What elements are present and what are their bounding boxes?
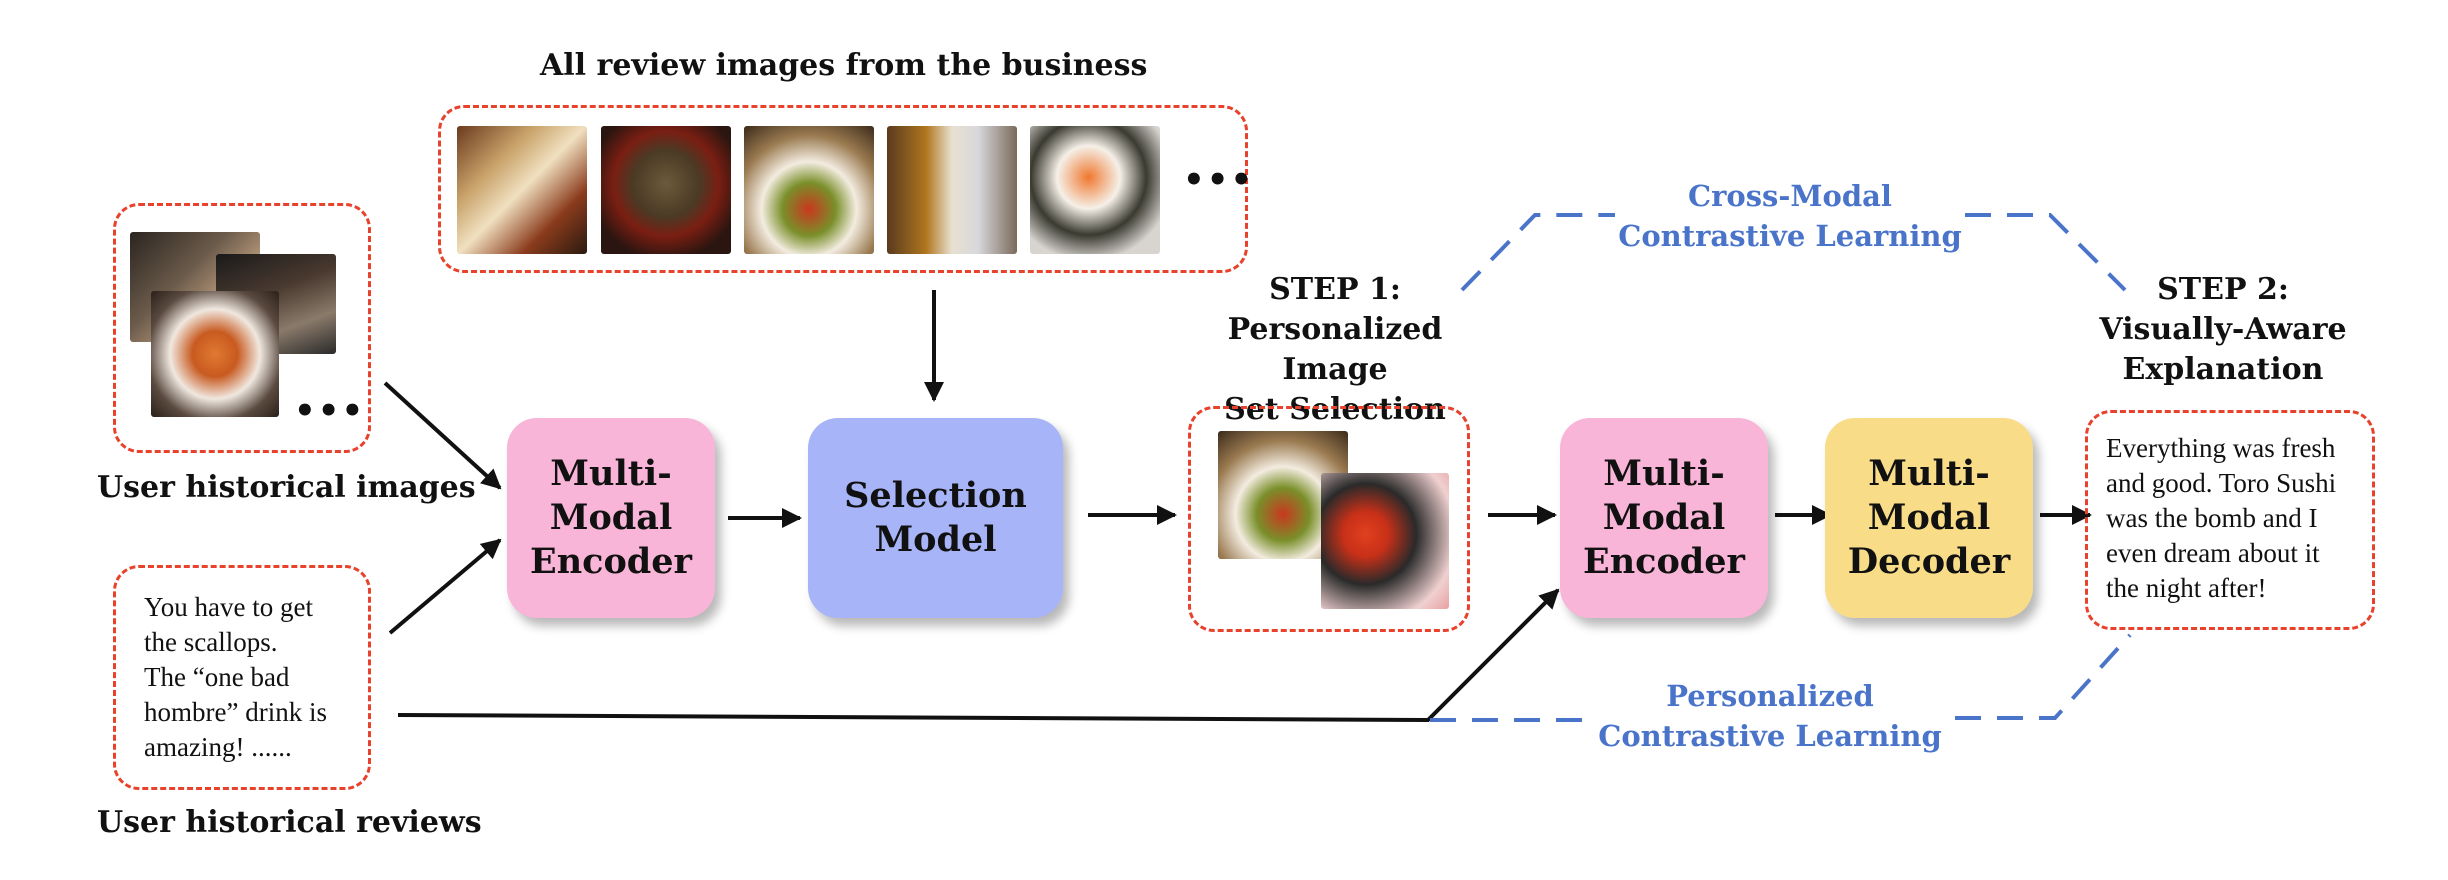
user-images-ellipsis: ••• [294, 391, 366, 431]
business-images-title: All review images from the business [540, 48, 1148, 83]
cross-modal-contrastive-path-right [1965, 213, 2127, 292]
selection-model-label: Selection Model [844, 475, 1027, 560]
cross-modal-contrastive-path [1460, 213, 1615, 292]
cross-modal-contrastive-label: Cross-Modal Contrastive Learning [1618, 179, 1962, 253]
user-images-label: User historical images [97, 470, 476, 505]
user-review-text: You have to get the scallops. The “one b… [144, 592, 327, 762]
selection-model: Selection Model [808, 418, 1063, 618]
encoder-2-label: Multi- Modal Encoder [1583, 453, 1745, 582]
user-photo-front [151, 291, 279, 417]
food-photo-bento [457, 126, 587, 254]
food-photo-salad [744, 126, 874, 254]
food-photo-beer [887, 126, 1017, 254]
arrow-reviews-to-encoder2 [397, 588, 1560, 723]
step2-title: STEP 2: Visually-Aware Explanation [2099, 272, 2347, 387]
personalized-contrastive-label: Personalized Contrastive Learning [1598, 679, 1942, 753]
personalized-contrastive-path-right [1955, 633, 2132, 720]
business-images-ellipsis: ••• [1183, 160, 1255, 200]
food-photo-soup [601, 126, 731, 254]
selected-photo-sushi [1321, 473, 1449, 609]
encoder-1-label: Multi- Modal Encoder [530, 453, 692, 582]
user-reviews-box: You have to get the scallops. The “one b… [113, 565, 371, 790]
explanation-text: Everything was fresh and good. Toro Sush… [2106, 433, 2337, 603]
business-images-box: ••• [438, 105, 1252, 273]
multi-modal-encoder-1: Multi- Modal Encoder [507, 418, 715, 618]
multi-modal-encoder-2: Multi- Modal Encoder [1560, 418, 1768, 618]
arrow-user-reviews-to-encoder [388, 538, 502, 635]
user-reviews-label: User historical reviews [97, 805, 482, 840]
selected-images-box [1188, 406, 1470, 632]
multi-modal-decoder: Multi- Modal Decoder [1825, 418, 2033, 618]
user-images-box: ••• [113, 203, 371, 453]
explanation-box: Everything was fresh and good. Toro Sush… [2085, 410, 2375, 630]
step1-title: STEP 1: Personalized Image Set Selection [1224, 272, 1446, 427]
arrow-user-images-to-encoder [383, 381, 502, 490]
decoder-label: Multi- Modal Decoder [1847, 453, 2011, 582]
food-photo-sushi [1030, 126, 1160, 254]
